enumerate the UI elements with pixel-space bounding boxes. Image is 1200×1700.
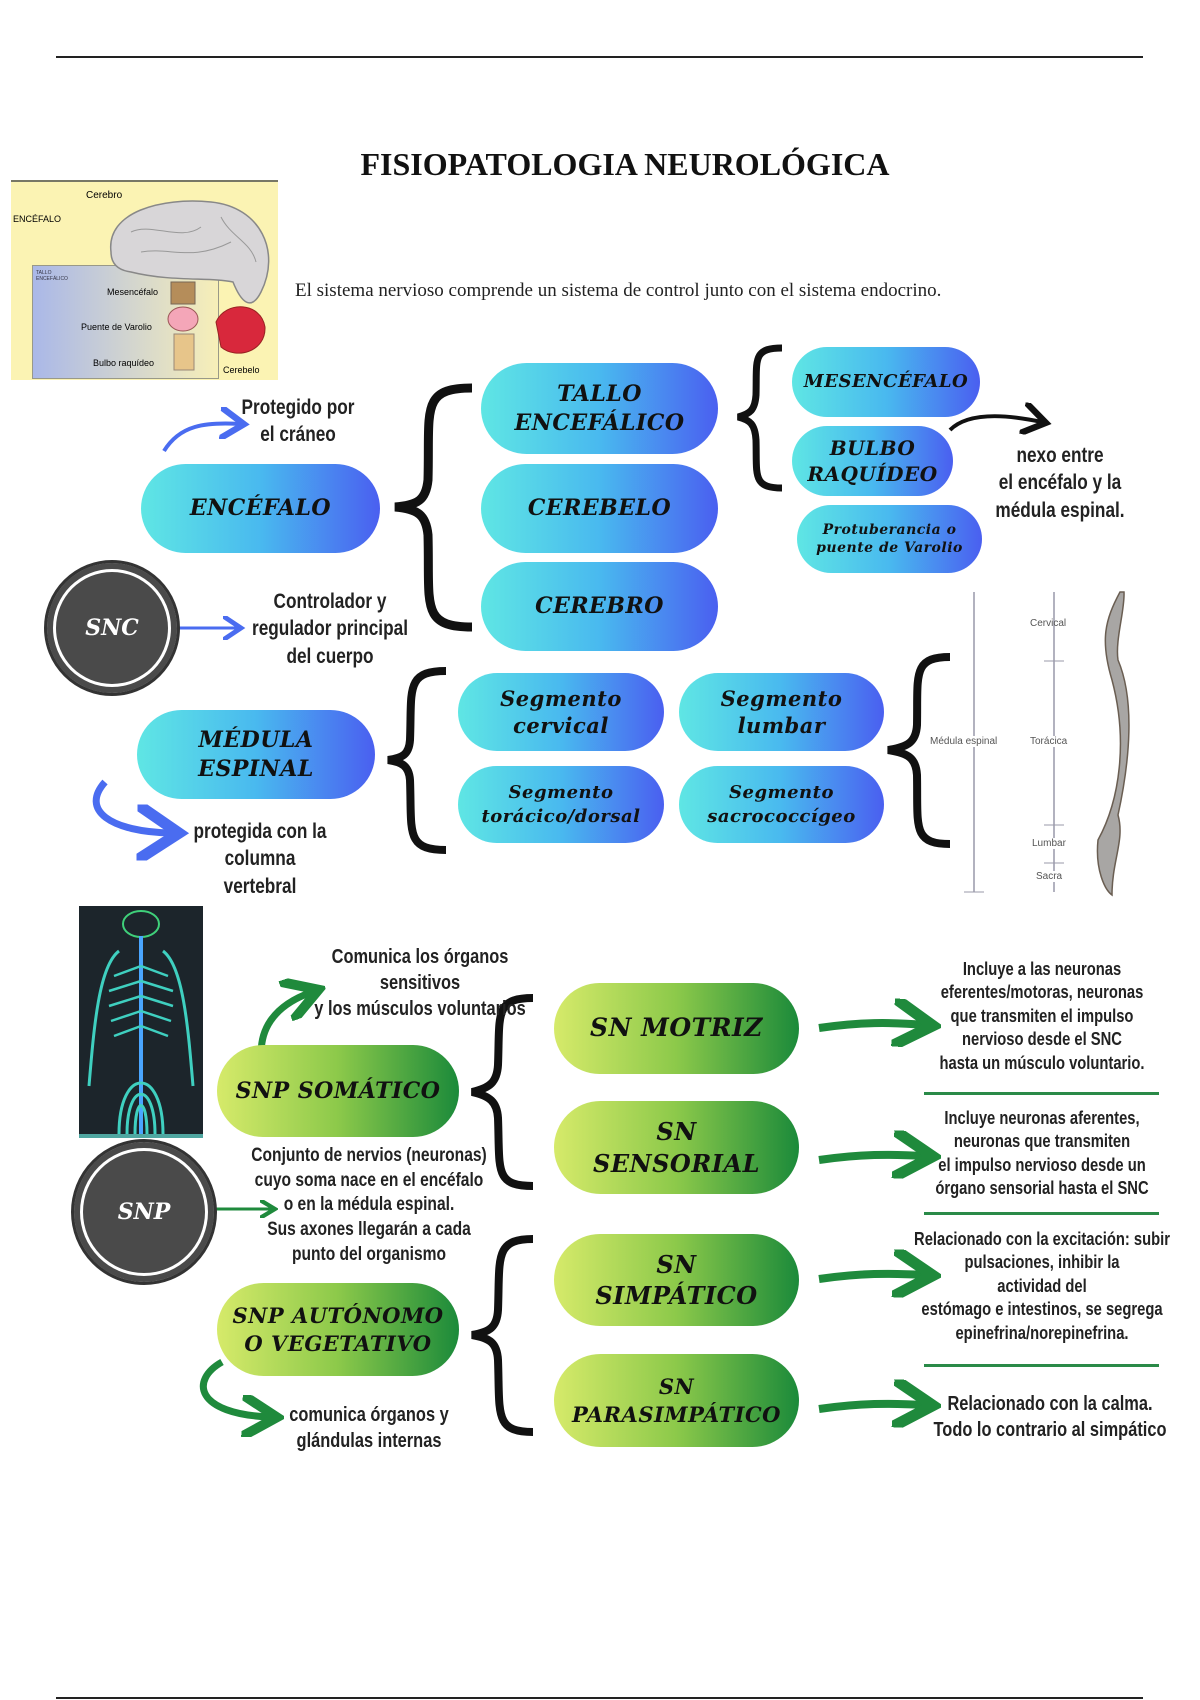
brain-label-mesencefalo: Mesencéfalo — [107, 287, 159, 297]
brain-label-bulbo: Bulbo raquídeo — [93, 358, 155, 368]
spine-label-toracica: Torácica — [1030, 736, 1068, 747]
node-sn-motriz[interactable]: SN MOTRIZ — [554, 983, 799, 1074]
arrow-parasimpatico — [818, 1404, 925, 1409]
node-medula-espinal[interactable]: MÉDULA ESPINAL — [137, 710, 375, 799]
node-segmento-toracico[interactable]: Segmento torácico/dorsal — [458, 766, 664, 843]
node-segmento-sacrococcigeo[interactable]: Segmento sacrococcígeo — [679, 766, 884, 843]
desc-sn-sensorial: Incluye neuronas aferentes, neuronas que… — [935, 1108, 1149, 1199]
arrow-motriz — [818, 1023, 925, 1028]
note-autonomo: comunica órganos y glándulas internas — [289, 1404, 449, 1452]
arrow-simpatico — [818, 1274, 925, 1279]
separator-2 — [924, 1212, 1159, 1215]
node-cerebelo[interactable]: CEREBELO — [481, 464, 718, 553]
node-protuberancia[interactable]: Protuberancia o puente de Varolio — [797, 505, 982, 573]
spine-label-medula: Médula espinal — [930, 736, 998, 747]
intro-text: El sistema nervioso comprende un sistema… — [295, 280, 942, 301]
spine-label-cervical: Cervical — [1030, 618, 1067, 629]
arrow-bulbo — [948, 416, 1042, 430]
node-snc[interactable]: SNC — [44, 560, 180, 696]
brain-label-cerebro: Cerebro — [86, 190, 123, 201]
node-bulbo-raquideo[interactable]: BULBO RAQUÍDEO — [792, 426, 953, 496]
note-somatico: Comunica los órganos sensitivos y los mú… — [314, 946, 526, 1020]
node-snp-autonomo[interactable]: SNP AUTÓNOMO O VEGETATIVO — [217, 1283, 459, 1376]
desc-sn-motriz: Incluye a las neuronas eferentes/motoras… — [939, 959, 1145, 1073]
brain-label-cerebelo: Cerebelo — [223, 365, 260, 375]
brace-somatico — [471, 994, 534, 1190]
spine-label-sacra: Sacra — [1036, 871, 1063, 882]
node-mesencefalo[interactable]: MESENCÉFALO — [792, 347, 980, 417]
brain-figure: Cerebro ENCÉFALO TALLO ENCEFÁLICO Mesenc… — [11, 180, 278, 380]
node-tallo-encefalico[interactable]: TALLO ENCEFÁLICO — [481, 363, 718, 454]
node-segmento-cervical[interactable]: Segmento cervical — [458, 673, 664, 751]
page-title: FISIOPATOLOGIA NEUROLÓGICA — [360, 146, 890, 182]
brain-label-puente: Puente de Varolio — [81, 322, 152, 332]
brain-icon — [110, 200, 270, 371]
spine-label-lumbar: Lumbar — [1032, 838, 1066, 849]
note-snp: Conjunto de nervios (neuronas) cuyo soma… — [251, 1145, 487, 1265]
note-craneo: Protegido por el cráneo — [241, 396, 355, 447]
nervous-system-figure — [79, 906, 203, 1138]
node-sn-sensorial[interactable]: SN SENSORIAL — [554, 1101, 799, 1194]
node-cerebro[interactable]: CEREBRO — [481, 562, 718, 651]
desc-sn-parasimpatico: Relacionado con la calma. Todo lo contra… — [933, 1393, 1167, 1441]
brace-encefalo — [394, 383, 473, 632]
arrow-sensorial — [818, 1155, 925, 1160]
arrow-craneo — [162, 423, 240, 453]
node-sn-parasimpatico[interactable]: SN PARASIMPÁTICO — [554, 1354, 799, 1447]
desc-sn-simpatico: Relacionado con la excitación: subir pul… — [914, 1229, 1170, 1343]
node-segmento-lumbar[interactable]: Segmento lumbar — [679, 673, 884, 751]
arrow-columna — [92, 779, 172, 833]
brace-tallo — [737, 344, 783, 492]
note-snc: Controlador y regulador principal del cu… — [252, 590, 408, 668]
node-encefalo[interactable]: ENCÉFALO — [141, 464, 380, 553]
arrow-autonomo — [199, 1358, 270, 1417]
brace-segmentos — [887, 653, 951, 848]
separator-3 — [924, 1364, 1159, 1367]
body-nerves-icon — [87, 910, 195, 1134]
node-snp-somatico[interactable]: SNP SOMÁTICO — [217, 1045, 459, 1137]
brain-label-tallo: TALLO ENCEFÁLICO — [36, 270, 68, 282]
bottom-rule — [56, 1697, 1143, 1699]
separator-1 — [924, 1092, 1159, 1095]
node-snp[interactable]: SNP — [71, 1139, 217, 1285]
note-bulbo: nexo entre el encéfalo y la médula espin… — [995, 444, 1125, 522]
node-sn-simpatico[interactable]: SN SIMPÁTICO — [554, 1234, 799, 1326]
note-columna: protegida con la columna vertebral — [193, 820, 327, 898]
top-rule — [56, 56, 1143, 58]
brace-medula — [387, 667, 447, 854]
brace-autonomo — [471, 1235, 534, 1436]
brain-label-encefalo: ENCÉFALO — [13, 214, 62, 224]
